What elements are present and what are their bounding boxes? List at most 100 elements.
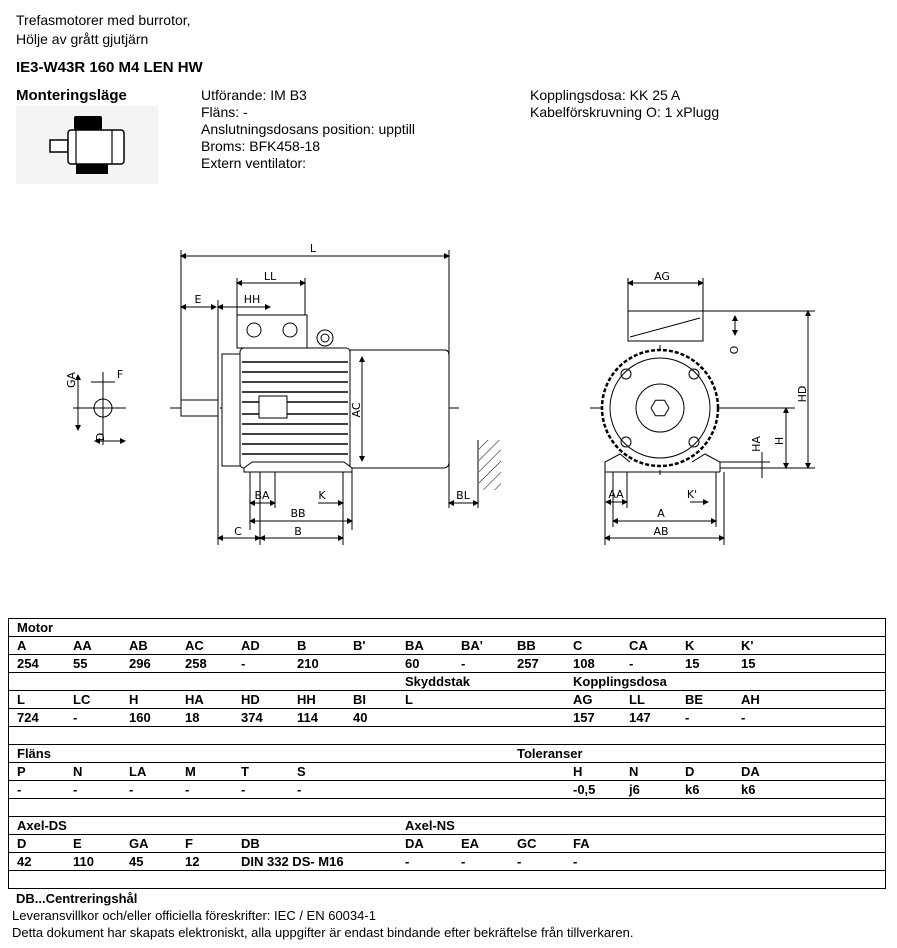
mounting-title: Monteringsläge xyxy=(16,87,127,104)
table-cell: - xyxy=(461,656,466,671)
table-cell: DB xyxy=(241,836,260,851)
table-cell: F xyxy=(185,836,193,851)
table-cell: Skyddstak xyxy=(405,674,471,689)
table-cell: T xyxy=(241,764,249,779)
dim-label-HA: HA xyxy=(750,436,763,452)
table-cell: k6 xyxy=(741,782,756,797)
table-cell: LL xyxy=(629,692,645,707)
table-cell: Kopplingsdosa xyxy=(573,674,667,689)
table-cell: BA' xyxy=(461,638,483,653)
table-cell: HD xyxy=(241,692,260,707)
side-view: L LL E HH AC BA K BB B C BL GA F D xyxy=(65,242,501,545)
dim-label-D: D xyxy=(94,433,107,441)
table-cell: 147 xyxy=(629,710,651,725)
dim-label-GA: GA xyxy=(65,372,78,389)
table-cell: Toleranser xyxy=(517,746,583,761)
table-cell: E xyxy=(73,836,82,851)
table-cell: LA xyxy=(129,764,147,779)
dim-label-O: O xyxy=(728,345,741,354)
table-cell: 55 xyxy=(73,656,88,671)
table-cell: 110 xyxy=(73,854,94,869)
table-cell: - xyxy=(405,854,410,869)
table-cell: BE xyxy=(685,692,704,707)
dim-label-AG: AG xyxy=(654,270,670,283)
table-cell: 15 xyxy=(685,656,700,671)
table-cell: B' xyxy=(353,638,366,653)
table-cell: - xyxy=(297,782,302,797)
table-cell: 40 xyxy=(353,710,368,725)
table-cell: C xyxy=(573,638,583,653)
footer-standards: Leveransvillkor och/eller officiella för… xyxy=(12,908,376,923)
table-cell: 374 xyxy=(241,710,263,725)
table-cell: 210 xyxy=(297,656,319,671)
table-cell: 296 xyxy=(129,656,151,671)
table-cell: 257 xyxy=(517,656,539,671)
table-row xyxy=(9,727,885,745)
table-cell: DA xyxy=(741,764,760,779)
table-cell: 254 xyxy=(17,656,39,671)
table-cell: AC xyxy=(185,638,204,653)
spec-terminal-box: Kopplingsdosa: KK 25 A xyxy=(530,87,681,103)
dim-label-K-prime: K' xyxy=(687,488,697,501)
dim-label-C: C xyxy=(234,525,242,538)
table-cell: - xyxy=(241,782,246,797)
table-cell: -0,5 xyxy=(573,782,596,797)
dim-label-AC: AC xyxy=(350,402,363,417)
dim-label-HD: HD xyxy=(796,386,809,403)
spec-flange: Fläns: - xyxy=(201,104,248,120)
dim-label-F: F xyxy=(117,368,123,381)
table-cell: 160 xyxy=(129,710,151,725)
table-cell: L xyxy=(405,692,413,707)
table-cell: AA xyxy=(73,638,92,653)
dim-label-LL: LL xyxy=(264,270,277,283)
table-cell: - xyxy=(241,656,246,671)
table-cell: 18 xyxy=(185,710,200,725)
table-cell: BA xyxy=(405,638,424,653)
table-cell: - xyxy=(741,710,746,725)
table-cell: AG xyxy=(573,692,593,707)
model-title: IE3-W43R 160 M4 LEN HW xyxy=(16,59,203,76)
table-cell: 724 xyxy=(17,710,39,725)
table-cell: DIN 332 DS- M16 xyxy=(241,854,344,869)
spec-external-fan: Extern ventilator: xyxy=(201,155,307,171)
table-cell: A xyxy=(17,638,27,653)
table-cell: M xyxy=(185,764,196,779)
dim-label-K: K xyxy=(318,489,326,502)
spec-brake: Broms: BFK458-18 xyxy=(201,138,321,154)
table-cell: - xyxy=(517,854,522,869)
table-row xyxy=(9,871,885,889)
footnote-db: DB...Centreringshål xyxy=(16,891,138,906)
table-cell: LC xyxy=(73,692,91,707)
dim-label-BL: BL xyxy=(456,489,471,502)
table-cell: 114 xyxy=(297,710,318,725)
table-cell: 108 xyxy=(573,656,595,671)
table-cell: - xyxy=(573,854,578,869)
table-cell: K' xyxy=(741,638,754,653)
dim-label-E: E xyxy=(195,293,202,306)
table-cell: 45 xyxy=(129,854,144,869)
dim-label-AA: AA xyxy=(608,488,624,501)
table-cell: AH xyxy=(741,692,760,707)
dim-label-B: B xyxy=(294,525,302,538)
table-cell: - xyxy=(73,710,78,725)
table-cell: B xyxy=(297,638,307,653)
dim-label-A: A xyxy=(657,507,665,520)
table-cell: H xyxy=(129,692,139,707)
table-cell: Motor xyxy=(17,620,54,635)
dim-label-HH: HH xyxy=(244,293,261,306)
subtitle-line-1: Trefasmotorer med burrotor, xyxy=(16,12,191,28)
table-cell: P xyxy=(17,764,26,779)
dim-label-AB: AB xyxy=(653,525,668,538)
